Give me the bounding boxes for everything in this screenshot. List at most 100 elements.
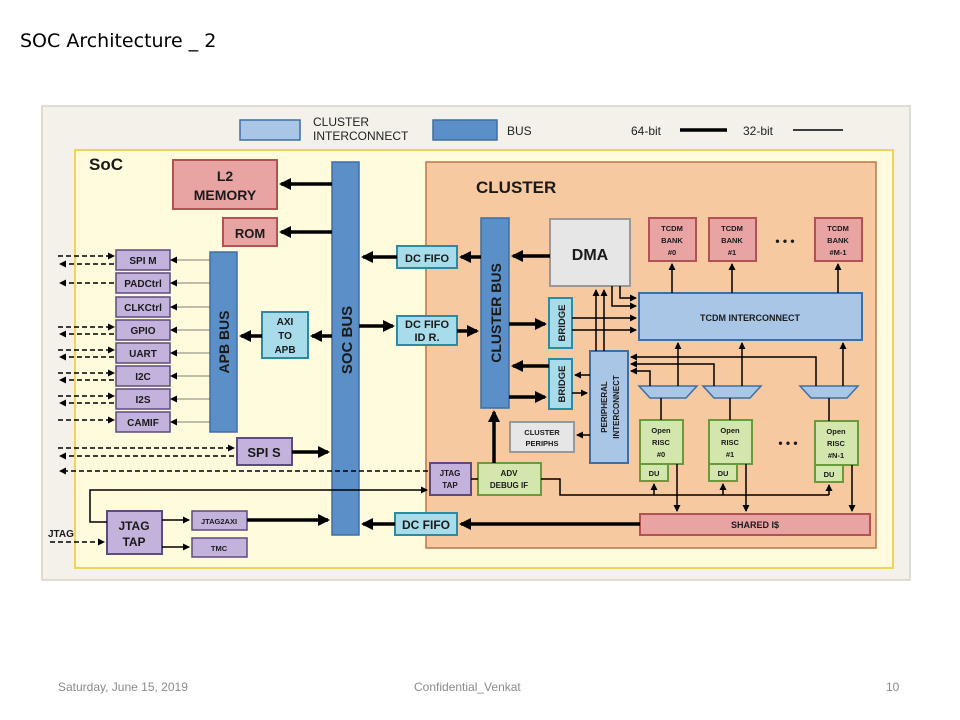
cluster-bus-label: CLUSTER BUS: [488, 263, 504, 363]
svg-text:DC FIFO: DC FIFO: [405, 319, 449, 331]
mux-1: [701, 385, 763, 399]
svg-text:DMA: DMA: [572, 247, 609, 264]
peripheral-interconnect: PERIPHERAL INTERCONNECT: [589, 350, 629, 464]
soc-label: SoC: [89, 155, 123, 174]
tcdm-bank-0: TCDM BANK #0: [648, 217, 697, 262]
soc-jtag-tap-block: JTAG TAP: [106, 510, 163, 555]
svg-text:JTAG2AXI: JTAG2AXI: [201, 517, 237, 526]
peripheral-padctrl: PADCtrl: [115, 272, 171, 294]
bridge-top-block: BRIDGE: [548, 297, 573, 349]
core-ellipsis: • • •: [778, 436, 797, 450]
svg-text:I2S: I2S: [135, 395, 150, 406]
svg-text:RISC: RISC: [827, 439, 846, 448]
bridge-bottom-block: BRIDGE: [548, 358, 573, 410]
peripheral-camif: CAMIF: [115, 411, 171, 433]
apb-peripherals: SPI M PADCtrl CLKCtrl GPIO UART I2C I2S …: [115, 249, 171, 433]
svg-text:I2C: I2C: [135, 372, 151, 383]
cluster-jtag-tap-block: JTAG TAP: [429, 462, 472, 496]
svg-text:RISC: RISC: [652, 438, 671, 447]
svg-text:DC FIFO: DC FIFO: [405, 253, 449, 265]
axi-to-apb-line2: TO: [278, 331, 292, 342]
apb-bus: APB BUS: [209, 251, 238, 433]
svg-text:BANK: BANK: [827, 236, 849, 245]
svg-text:Open: Open: [651, 426, 671, 435]
spi-s-label: SPI S: [247, 445, 281, 460]
l2-memory-line1: L2: [217, 168, 234, 184]
soc-bus: SOC BUS: [331, 161, 360, 536]
slide-title: SOC Architecture _ 2: [20, 30, 217, 52]
bus-links-64bit: [239, 178, 640, 530]
apb-to-peripheral-links: [170, 256, 210, 426]
core-0-du: DU: [649, 469, 660, 478]
soc-bus-label: SOC BUS: [339, 306, 356, 374]
tcdm-interconnect: TCDM INTERCONNECT: [638, 292, 863, 341]
svg-text:JTAG: JTAG: [118, 519, 149, 533]
cluster-bus: CLUSTER BUS: [480, 217, 510, 409]
svg-text:PADCtrl: PADCtrl: [124, 279, 162, 290]
svg-text:CLUSTER: CLUSTER: [524, 428, 560, 437]
svg-text:BRIDGE: BRIDGE: [557, 305, 568, 342]
svg-text:ADV: ADV: [501, 469, 519, 478]
apb-bus-label: APB BUS: [216, 310, 232, 373]
core-0: Open RISC #0 DU: [639, 419, 684, 482]
svg-text:TCDM: TCDM: [827, 224, 849, 233]
core-muxes: [637, 385, 860, 399]
core-n-1-du: DU: [824, 470, 835, 479]
svg-text:#0: #0: [668, 248, 676, 257]
tcdm-bank-1: TCDM BANK #1: [708, 217, 757, 262]
svg-text:#0: #0: [657, 450, 665, 459]
dma-block: DMA: [549, 218, 631, 287]
svg-text:PERIPHS: PERIPHS: [526, 439, 559, 448]
svg-text:BANK: BANK: [721, 236, 743, 245]
svg-text:Open: Open: [720, 426, 740, 435]
adv-debug-if-block: ADV DEBUG IF: [477, 462, 542, 496]
svg-text:#N-1: #N-1: [828, 451, 844, 460]
rom-label: ROM: [235, 226, 265, 241]
svg-text:ID R.: ID R.: [414, 332, 439, 344]
axi-to-apb-block: AXI TO APB: [261, 311, 309, 359]
svg-text:JTAG: JTAG: [440, 469, 461, 478]
dc-fifo-bottom-block: DC FIFO: [394, 512, 458, 536]
legend-cluster-interconnect-line1: CLUSTER: [313, 115, 369, 129]
external-io-lines: [50, 252, 428, 546]
axi-to-apb-line1: AXI: [277, 317, 294, 328]
peripheral-i2s: I2S: [115, 388, 171, 410]
svg-text:UART: UART: [129, 349, 157, 360]
svg-text:GPIO: GPIO: [130, 326, 155, 337]
cluster-label: CLUSTER: [476, 178, 556, 197]
l2-memory-block: L2 MEMORY: [172, 159, 278, 210]
footer-confidential: Confidential_Venkat: [414, 680, 521, 694]
svg-text:SPI M: SPI M: [129, 256, 156, 267]
mux-0: [637, 385, 699, 399]
spi-s-block: SPI S: [236, 437, 293, 466]
footer-date: Saturday, June 15, 2019: [58, 680, 188, 694]
jtag2axi-block: JTAG2AXI: [191, 510, 248, 531]
svg-text:#1: #1: [726, 450, 734, 459]
svg-text:PERIPHERAL: PERIPHERAL: [600, 381, 609, 433]
svg-text:TAP: TAP: [122, 535, 145, 549]
tcdm-bank-ellipsis: • • •: [775, 234, 794, 248]
svg-text:DEBUG IF: DEBUG IF: [490, 481, 528, 490]
axi-to-apb-line3: APB: [274, 345, 295, 356]
svg-text:#1: #1: [728, 248, 736, 257]
svg-text:INTERCONNECT: INTERCONNECT: [612, 375, 621, 439]
dc-fifo-top-block: DC FIFO: [396, 245, 458, 269]
peripheral-i2c: I2C: [115, 365, 171, 387]
svg-text:BRIDGE: BRIDGE: [557, 366, 568, 403]
svg-text:TCDM: TCDM: [661, 224, 683, 233]
legend: CLUSTER INTERCONNECT BUS 64-bit 32-bit: [239, 115, 843, 143]
bus-links-32bit: [89, 263, 856, 551]
svg-text:TCDM INTERCONNECT: TCDM INTERCONNECT: [700, 313, 800, 323]
peripheral-uart: UART: [115, 342, 171, 364]
tcdm-bank-m-1: TCDM BANK #M-1: [814, 217, 863, 262]
rom-block: ROM: [222, 217, 278, 247]
cluster-periphs-block: CLUSTER PERIPHS: [509, 421, 575, 453]
core-1-du: DU: [718, 469, 729, 478]
svg-text:TMC: TMC: [211, 544, 228, 553]
legend-swatch-cluster-interconnect: [239, 119, 301, 141]
l2-memory-line2: MEMORY: [194, 187, 257, 203]
svg-text:CLKCtrl: CLKCtrl: [124, 303, 162, 314]
peripheral-spi-m: SPI M: [115, 249, 171, 271]
legend-bus: BUS: [507, 124, 532, 138]
